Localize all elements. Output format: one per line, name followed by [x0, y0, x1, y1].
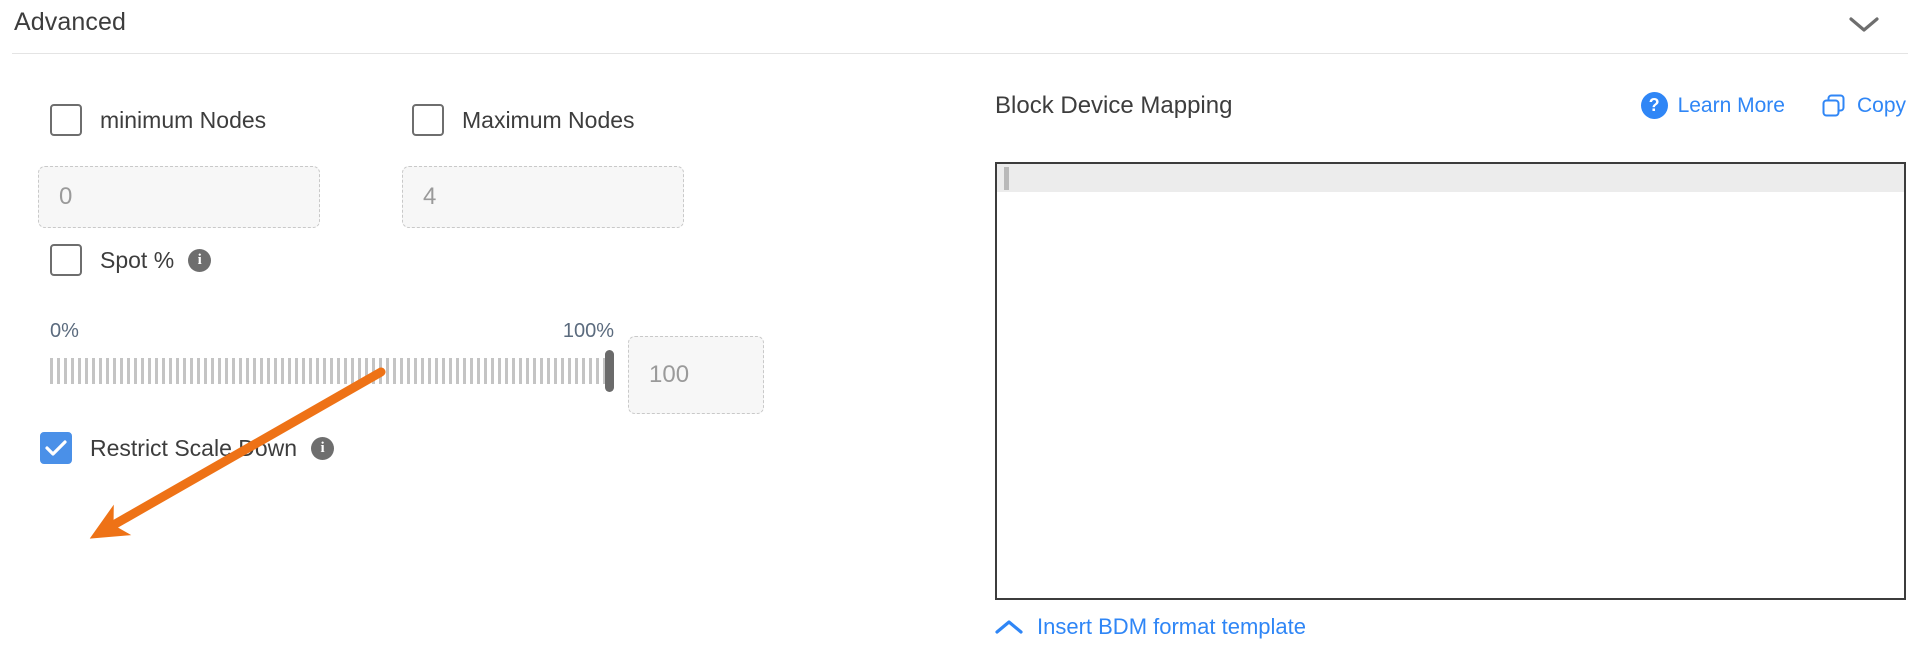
spot-percent-info-icon[interactable]: i [188, 248, 212, 272]
insert-bdm-template-label: Insert BDM format template [1037, 614, 1306, 639]
slider-max-label: 100% [562, 320, 614, 342]
minimum-nodes-row: minimum Nodes [50, 104, 266, 136]
minimum-nodes-label: minimum Nodes [100, 106, 267, 133]
learn-more-label: Learn More [1677, 93, 1785, 117]
spot-percent-label: Spot % [100, 246, 175, 273]
slider-min-label: 0% [50, 320, 79, 342]
maximum-nodes-row: Maximum Nodes [412, 104, 635, 136]
spot-percent-slider-group: 0% 100% [50, 320, 620, 392]
insert-bdm-template-link[interactable]: Insert BDM format template [995, 614, 1306, 640]
restrict-scale-down-row: Restrict Scale Down i [40, 432, 335, 464]
spot-percent-checkbox[interactable] [50, 244, 82, 276]
editor-caret [1004, 167, 1009, 190]
copy-icon [1821, 93, 1847, 119]
slider-track[interactable] [50, 358, 607, 384]
copy-label: Copy [1856, 93, 1906, 117]
spot-percent-row: Spot % i [50, 244, 212, 276]
editor-active-line [997, 164, 1904, 192]
block-device-mapping-title: Block Device Mapping [995, 92, 1233, 119]
minimum-nodes-input[interactable]: 0 [38, 166, 320, 228]
page-title: Advanced [14, 8, 126, 36]
slider-thumb[interactable] [605, 350, 614, 392]
minimum-nodes-input-placeholder: 0 [59, 183, 73, 210]
chevron-up-icon [995, 619, 1023, 635]
header-divider [12, 53, 1908, 54]
right-column: Block Device Mapping ? Learn More Copy [995, 54, 1920, 656]
restrict-scale-down-label: Restrict Scale Down [90, 434, 298, 461]
block-device-mapping-editor[interactable] [995, 162, 1906, 600]
restrict-scale-down-info-icon[interactable]: i [311, 436, 335, 460]
maximum-nodes-label: Maximum Nodes [462, 106, 635, 133]
maximum-nodes-input-placeholder: 4 [423, 183, 437, 210]
maximum-nodes-checkbox[interactable] [412, 104, 444, 136]
question-circle-icon: ? [1640, 92, 1668, 119]
minimum-nodes-checkbox[interactable] [50, 104, 82, 136]
slider-scale-labels: 0% 100% [50, 320, 620, 346]
checkmark-icon [45, 440, 67, 456]
chevron-down-icon[interactable] [1840, 8, 1888, 42]
spot-percent-value-input[interactable]: 100 [628, 336, 764, 414]
maximum-nodes-input[interactable]: 4 [402, 166, 684, 228]
section-header: Advanced [0, 0, 1920, 54]
left-column: minimum Nodes 0 Maximum Nodes 4 Spot % i… [0, 54, 980, 656]
chevron-down-glyph [1849, 17, 1879, 32]
spot-percent-value-placeholder: 100 [649, 361, 690, 388]
bdm-header-links: ? Learn More Copy [1640, 92, 1906, 119]
restrict-scale-down-checkbox[interactable] [40, 432, 72, 464]
learn-more-link[interactable]: ? Learn More [1640, 92, 1785, 119]
copy-link[interactable]: Copy [1821, 93, 1906, 119]
